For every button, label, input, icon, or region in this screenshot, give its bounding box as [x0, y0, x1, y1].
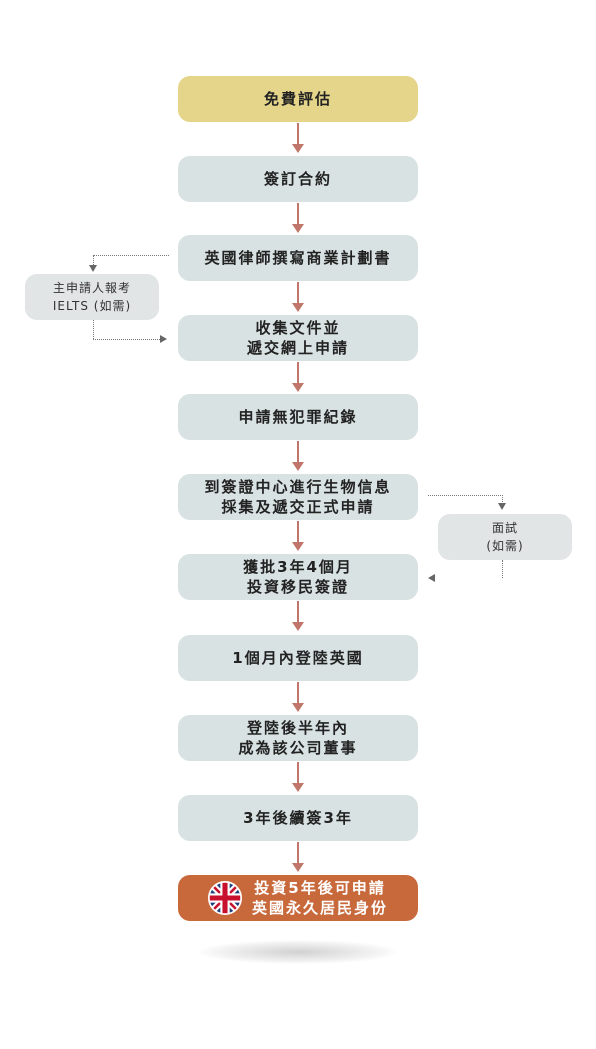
flow-arrow	[292, 842, 304, 872]
connector-line	[93, 339, 160, 340]
step-label: 登陸後半年內	[246, 719, 349, 737]
flow-arrow	[292, 762, 304, 792]
step-visa-approved: 獲批3年4個月 投資移民簽證	[178, 554, 418, 600]
step-land-uk: 1個月內登陸英國	[178, 635, 418, 681]
flow-arrow	[292, 682, 304, 712]
step-business-plan: 英國律師撰寫商業計劃書	[178, 235, 418, 281]
step-sign-contract: 簽訂合約	[178, 156, 418, 202]
side-note-label: IELTS (如需)	[52, 299, 132, 313]
step-online-application: 收集文件並 遞交網上申請	[178, 315, 418, 361]
step-permanent-residency: 投資5年後可申請 英國永久居民身份	[178, 875, 418, 921]
uk-flag-icon	[207, 881, 242, 915]
step-label: 1個月內登陸英國	[232, 649, 364, 667]
side-note-label: 面試	[491, 521, 518, 535]
step-label: 遞交網上申請	[246, 339, 349, 357]
step-label: 英國永久居民身份	[251, 899, 388, 917]
side-note-label: (如需)	[486, 539, 524, 553]
step-label: 3年後續簽3年	[243, 809, 353, 827]
step-biometrics: 到簽證中心進行生物信息 採集及遞交正式申請	[178, 474, 418, 520]
step-label: 申請無犯罪紀錄	[238, 408, 358, 426]
step-label: 獲批3年4個月	[243, 558, 353, 576]
step-free-assessment: 免費評估	[178, 76, 418, 122]
step-label: 採集及遞交正式申請	[221, 498, 375, 516]
side-note-interview: 面試 (如需)	[438, 514, 572, 560]
connector-arrowhead	[160, 335, 167, 343]
step-criminal-record: 申請無犯罪紀錄	[178, 394, 418, 440]
connector-arrowhead	[89, 265, 97, 272]
connector-arrowhead	[428, 574, 435, 582]
step-visa-renewal: 3年後續簽3年	[178, 795, 418, 841]
connector-line	[502, 560, 503, 578]
flow-arrow	[292, 521, 304, 551]
connector-line	[93, 320, 94, 339]
step-label: 簽訂合約	[263, 170, 332, 188]
flow-arrow	[292, 601, 304, 631]
step-label: 免費評估	[263, 90, 332, 108]
step-company-director: 登陸後半年內 成為該公司董事	[178, 715, 418, 761]
connector-line	[93, 255, 94, 265]
step-label: 投資移民簽證	[246, 578, 349, 596]
step-label: 收集文件並	[255, 319, 341, 337]
bottom-shadow	[198, 940, 398, 964]
connector-arrowhead	[498, 503, 506, 510]
flow-arrow	[292, 123, 304, 153]
flow-arrow	[292, 282, 304, 312]
step-label: 到簽證中心進行生物信息	[204, 478, 392, 496]
connector-line	[428, 495, 503, 496]
flow-arrow	[292, 362, 304, 392]
step-label: 投資5年後可申請	[254, 879, 386, 897]
side-note-label: 主申請人報考	[52, 281, 131, 295]
side-note-ielts: 主申請人報考 IELTS (如需)	[25, 274, 159, 320]
connector-line	[502, 495, 503, 502]
step-label: 英國律師撰寫商業計劃書	[204, 249, 392, 267]
final-step-text: 投資5年後可申請 英國永久居民身份	[252, 878, 388, 918]
flow-arrow	[292, 441, 304, 471]
connector-line	[93, 255, 169, 256]
flow-arrow	[292, 203, 304, 233]
step-label: 成為該公司董事	[238, 739, 358, 757]
